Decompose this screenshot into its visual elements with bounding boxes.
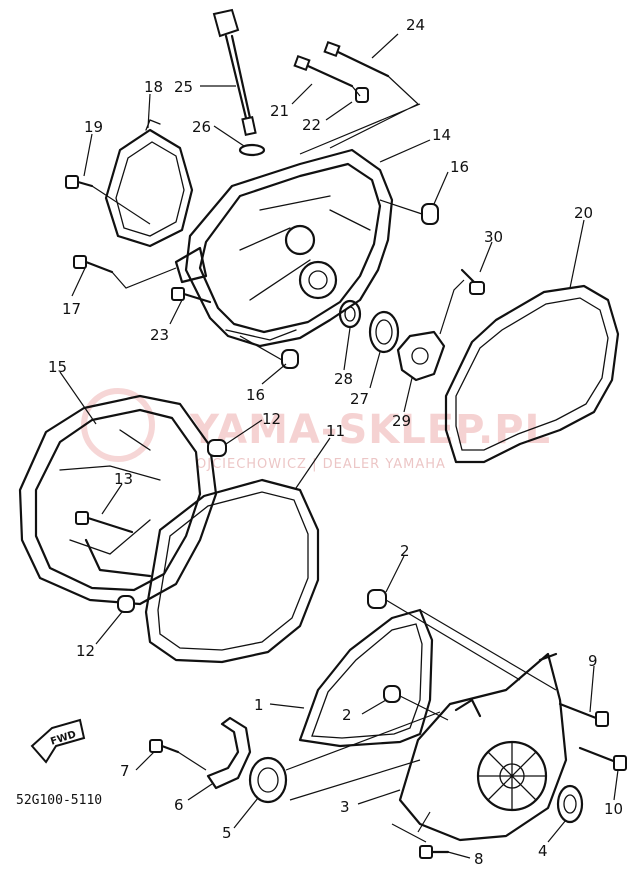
leader-lines-top: [299, 75, 421, 155]
callout-24: 24: [406, 16, 425, 34]
callout-22: 22: [302, 116, 321, 134]
callout-8: 8: [474, 850, 484, 868]
dowel-pin-lower: [281, 349, 299, 369]
reference-code: 52G100-5110: [16, 793, 102, 808]
callout-10: 10: [604, 800, 623, 818]
dowel-pin-upper: [421, 203, 439, 225]
leader-19: [91, 185, 151, 225]
gasket-1: [298, 608, 434, 748]
callout-2-upper: 2: [400, 542, 410, 560]
bearing-plate-29: [396, 330, 446, 382]
callout-3: 3: [340, 798, 350, 816]
callout-4: 4: [538, 842, 548, 860]
callout-19: 19: [84, 118, 103, 136]
crankcase-cover-left: [18, 394, 218, 606]
callout-12-lower: 12: [76, 642, 95, 660]
dowel-pin-12-upper: [207, 439, 227, 457]
bolt-19: [65, 175, 94, 189]
bolt-17: [73, 255, 114, 274]
callout-14: 14: [432, 126, 451, 144]
bolt-23: [171, 287, 212, 304]
callout-17: 17: [62, 300, 81, 318]
callout-13: 13: [114, 470, 133, 488]
leader-5: [285, 711, 441, 801]
callout-16-lower: 16: [246, 386, 265, 404]
callout-18: 18: [144, 78, 163, 96]
callout-27: 27: [350, 390, 369, 408]
oil-dipstick: [212, 8, 257, 137]
gasket-11: [144, 478, 320, 664]
watermark: YAMA-SKLEP.PL OJCIECHOWICZ | DEALER YAMA…: [81, 388, 551, 472]
leader-16: [239, 199, 423, 361]
callout-7: 7: [120, 762, 130, 780]
callout-leaders: [59, 33, 619, 859]
screw-30: [460, 268, 485, 295]
bolt-24: [323, 40, 390, 78]
leader-8: [391, 811, 431, 843]
leader-lines-lower: [385, 599, 557, 721]
callout-29: 29: [392, 412, 411, 430]
retaining-plate-6: [206, 716, 252, 790]
dowel-pin-2-lower: [383, 685, 401, 703]
callout-20: 20: [574, 204, 593, 222]
bolt-13: [75, 511, 134, 534]
bolt-10: [578, 746, 627, 771]
bearing-27: [368, 310, 400, 354]
callout-6: 6: [174, 796, 184, 814]
washer-22: [355, 87, 369, 103]
oil-seal-5: [248, 756, 288, 804]
callout-12-upper: 12: [262, 410, 281, 428]
leader-29: [439, 279, 465, 335]
leader-17: [111, 267, 177, 289]
watermark-brand: YAMA-SKLEP.PL: [189, 407, 551, 453]
callout-23: 23: [150, 326, 169, 344]
callout-21: 21: [270, 102, 289, 120]
dowel-pin-12-lower: [117, 595, 135, 613]
leader-7: [177, 751, 207, 771]
callout-25: 25: [174, 78, 193, 96]
oil-seal-4: [556, 784, 584, 824]
clutch-cover: [398, 652, 568, 842]
bolt-8: [419, 845, 450, 859]
bolt-9: [558, 702, 609, 727]
bolt-21: [293, 54, 354, 88]
fwd-arrow-icon: FWD: [30, 718, 86, 764]
callout-11: 11: [326, 422, 345, 440]
callout-16-upper: 16: [450, 158, 469, 176]
callout-5: 5: [222, 824, 232, 842]
callout-30: 30: [484, 228, 503, 246]
callout-15: 15: [48, 358, 67, 376]
gasket-round: [104, 119, 194, 248]
callout-9: 9: [588, 652, 598, 670]
callout-28: 28: [334, 370, 353, 388]
o-ring: [238, 143, 266, 157]
callout-1: 1: [254, 696, 264, 714]
bolt-7: [149, 739, 180, 754]
watermark-subtitle: OJCIECHOWICZ | DEALER YAMAHA: [196, 457, 446, 472]
gasket-20: [444, 284, 620, 464]
oil-seal-28: [338, 299, 362, 329]
callout-labels: 24 25 18 21 22 19 26 14 16 20 30 17 23 2…: [48, 16, 623, 868]
callout-2-lower: 2: [342, 706, 352, 724]
dowel-pin-2-upper: [367, 589, 387, 609]
crankcase-cover-right: [174, 148, 394, 348]
callout-26: 26: [192, 118, 211, 136]
